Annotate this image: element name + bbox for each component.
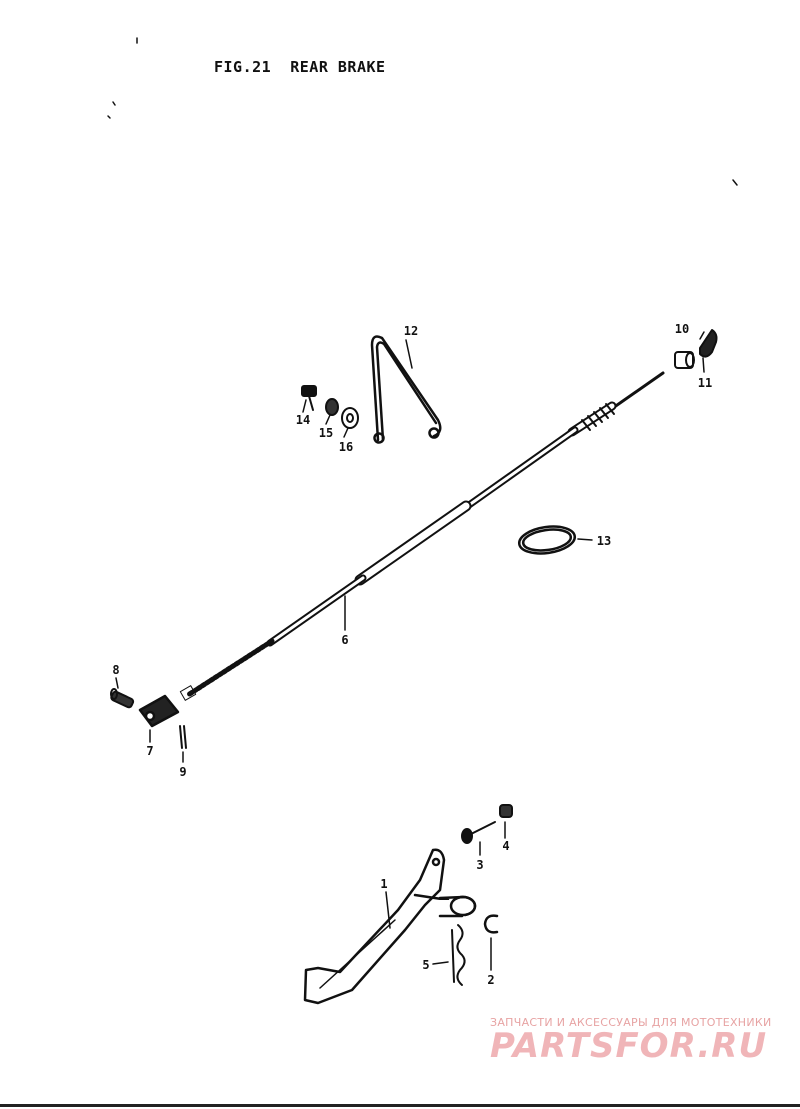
label-part-4: 4 xyxy=(502,839,510,853)
clip-part-11 xyxy=(699,329,718,358)
watermark-caption: ЗАПЧАСТИ И АКСЕССУАРЫ ДЛЯ МОТОТЕХНИКИ xyxy=(490,1016,772,1029)
bolt-part-14 xyxy=(301,385,317,411)
pin-part-8 xyxy=(110,688,135,709)
label-part-14: 14 xyxy=(295,413,311,427)
watermark-logo: PARTSFOR.RU xyxy=(490,1026,768,1066)
washer-part-15 xyxy=(325,398,339,416)
label-part-11: 11 xyxy=(697,376,713,390)
leader-lines xyxy=(115,331,705,971)
clevis-part-7 xyxy=(138,694,180,728)
spring-part-5 xyxy=(451,924,466,986)
wire-bracket-part-12 xyxy=(370,335,442,444)
clip-part-2 xyxy=(483,914,499,934)
label-part-7: 7 xyxy=(146,744,154,758)
brake-cable-part-6 xyxy=(179,371,665,701)
figure-name: REAR BRAKE xyxy=(290,58,386,76)
cotter-pin-part-9 xyxy=(179,725,187,749)
bottom-rule xyxy=(0,1104,800,1107)
o-ring-part-13 xyxy=(517,525,577,555)
label-part-8: 8 xyxy=(112,663,120,677)
brake-pedal-part-1 xyxy=(303,848,477,1005)
nut-part-4 xyxy=(499,804,513,818)
scan-specks xyxy=(107,37,738,186)
label-part-3: 3 xyxy=(476,858,484,872)
washer-part-16 xyxy=(341,407,359,429)
label-part-13: 13 xyxy=(596,534,612,548)
label-part-10: 10 xyxy=(674,322,690,336)
label-part-9: 9 xyxy=(179,765,187,779)
label-part-5: 5 xyxy=(422,958,430,972)
bolt-part-3 xyxy=(461,821,496,844)
label-part-16: 16 xyxy=(338,440,354,454)
label-part-12: 12 xyxy=(403,324,419,338)
label-part-6: 6 xyxy=(341,633,349,647)
figure-title: FIG.21 REAR BRAKE xyxy=(214,58,386,76)
label-part-15: 15 xyxy=(318,426,334,440)
nut-part-10 xyxy=(674,351,695,369)
figure-number: FIG.21 xyxy=(214,58,272,76)
label-part-2: 2 xyxy=(487,973,495,987)
label-part-1: 1 xyxy=(380,877,388,891)
